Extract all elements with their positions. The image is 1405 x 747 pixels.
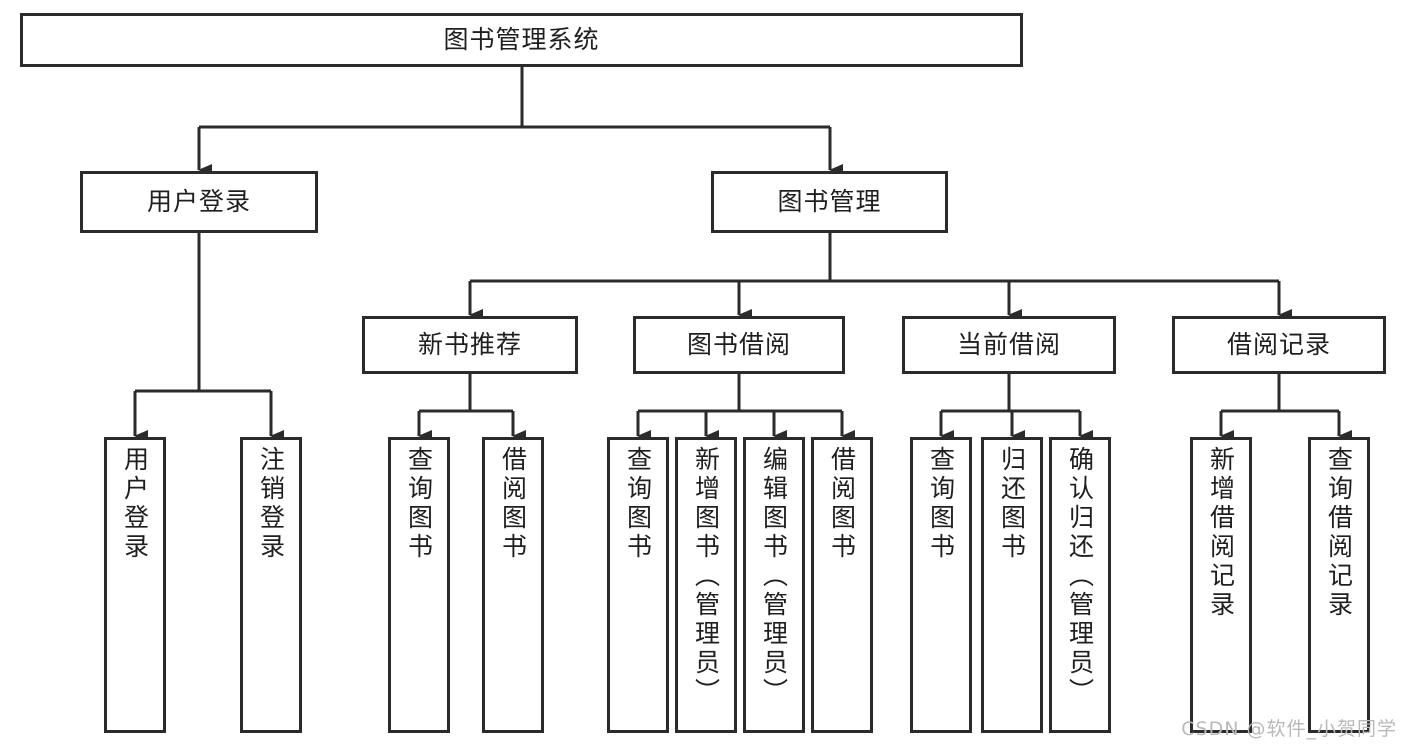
node-user-login[interactable]: 用户登录: [80, 171, 318, 233]
watermark: CSDN @软件_小贺同学: [1181, 718, 1397, 740]
leaf-current-query-book[interactable]: 查询图书: [910, 437, 972, 733]
node-current-borrow[interactable]: 当前借阅: [902, 316, 1116, 374]
leaf-borrow-edit-book[interactable]: 编辑图书（管理员）: [743, 437, 805, 733]
leaf-current-confirm-return[interactable]: 确认归还（管理员）: [1049, 437, 1111, 733]
leaf-recommend-borrow-book-label: 借阅图书: [498, 446, 528, 562]
leaf-borrow-borrow-book[interactable]: 借阅图书: [811, 437, 873, 733]
node-book-manage-label: 图书管理: [777, 187, 882, 217]
leaf-borrow-add-book[interactable]: 新增图书（管理员）: [675, 437, 737, 733]
leaf-recommend-borrow-book[interactable]: 借阅图书: [482, 437, 544, 733]
leaf-borrow-edit-book-label: 编辑图书（管理员）: [759, 446, 789, 707]
node-new-book-recommend-label: 新书推荐: [417, 330, 522, 360]
leaf-user-login[interactable]: 用户登录: [104, 437, 166, 733]
node-borrow-record[interactable]: 借阅记录: [1172, 316, 1386, 374]
leaf-current-query-book-label: 查询图书: [926, 446, 956, 562]
leaf-user-logout-label: 注销登录: [256, 446, 286, 562]
node-book-borrow-label: 图书借阅: [686, 330, 791, 360]
leaf-record-query[interactable]: 查询借阅记录: [1308, 437, 1370, 733]
leaf-user-logout[interactable]: 注销登录: [240, 437, 302, 733]
leaf-record-add-label: 新增借阅记录: [1206, 446, 1236, 620]
leaf-recommend-query-book-label: 查询图书: [404, 446, 434, 562]
leaf-record-query-label: 查询借阅记录: [1324, 446, 1354, 620]
leaf-current-return-book[interactable]: 归还图书: [981, 437, 1043, 733]
node-user-login-label: 用户登录: [146, 187, 251, 217]
node-borrow-record-label: 借阅记录: [1226, 330, 1331, 360]
leaf-user-login-label: 用户登录: [120, 446, 150, 562]
leaf-borrow-query-book-label: 查询图书: [623, 446, 653, 562]
node-root-label: 图书管理系统: [443, 25, 600, 55]
node-root[interactable]: 图书管理系统: [20, 13, 1023, 67]
node-book-borrow[interactable]: 图书借阅: [633, 316, 845, 374]
node-book-manage[interactable]: 图书管理: [711, 171, 948, 233]
leaf-current-confirm-return-label: 确认归还（管理员）: [1065, 446, 1095, 707]
leaf-recommend-query-book[interactable]: 查询图书: [388, 437, 450, 733]
leaf-record-add[interactable]: 新增借阅记录: [1190, 437, 1252, 733]
leaf-borrow-query-book[interactable]: 查询图书: [607, 437, 669, 733]
leaf-borrow-borrow-book-label: 借阅图书: [827, 446, 857, 562]
node-current-borrow-label: 当前借阅: [956, 330, 1061, 360]
leaf-current-return-book-label: 归还图书: [997, 446, 1027, 562]
leaf-borrow-add-book-label: 新增图书（管理员）: [691, 446, 721, 707]
node-new-book-recommend[interactable]: 新书推荐: [362, 316, 578, 374]
